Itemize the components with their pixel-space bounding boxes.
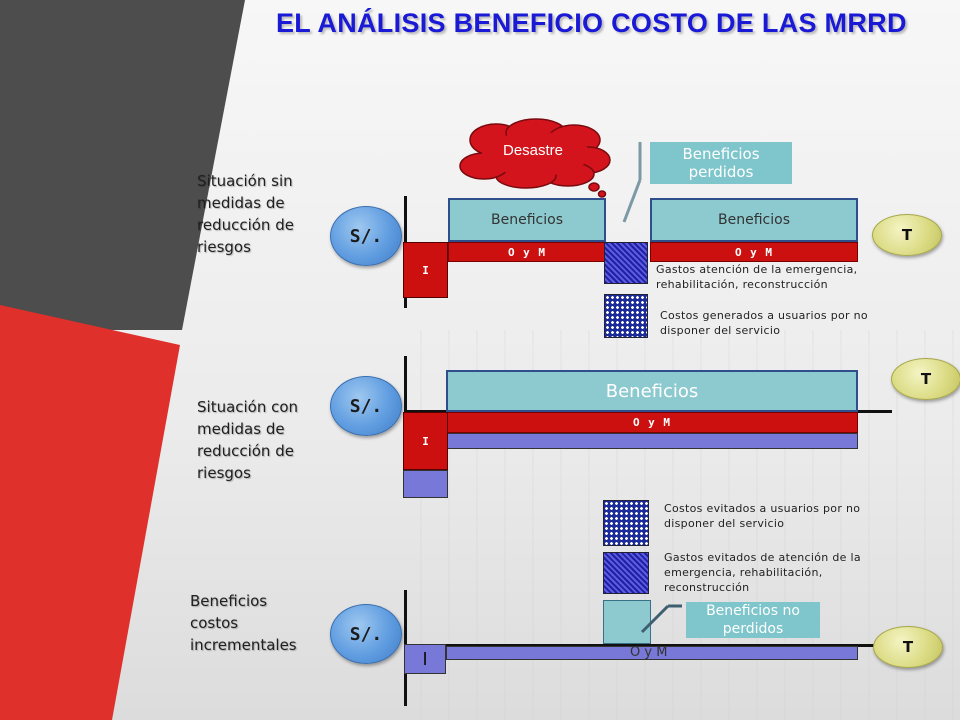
scenario-without-om-after: O y M (650, 242, 858, 262)
incremental-investment-label: I (422, 648, 428, 670)
scenario-without-investment: I (403, 242, 448, 298)
not-lost-benefits-label: Beneficios no perdidos (686, 602, 820, 638)
incremental-time-axis (404, 644, 892, 647)
cloud-burst-icon (459, 118, 611, 198)
scenario-without-benefits-before: Beneficios (448, 198, 606, 242)
incremental-label: Beneficios costos incrementales (190, 592, 297, 654)
time-coin-icon: T (873, 626, 943, 668)
incremental-om-bar (446, 646, 858, 660)
incremental-investment: I (404, 644, 446, 674)
scenario-with-investment: I (403, 412, 448, 470)
left-decorative-bands (0, 0, 245, 720)
scenario-without-om-before: O y M (448, 242, 606, 262)
user-costs-swatch (604, 294, 648, 338)
disaster-label: Desastre (503, 142, 564, 159)
user-costs-text: Costos generados a usuarios por no dispo… (660, 309, 868, 337)
emergency-costs-swatch (604, 242, 648, 284)
avoided-emergency-costs-swatch (603, 552, 649, 594)
not-lost-benefits-connector (640, 604, 682, 634)
emergency-costs-text: Gastos atención de la emergencia, rehabi… (656, 263, 858, 291)
avoided-user-costs-text: Costos evitados a usuarios por no dispon… (664, 502, 861, 530)
currency-coin-icon: S/. (330, 376, 402, 436)
time-coin-icon: T (872, 214, 942, 256)
scenario-with-measure-investment (403, 470, 448, 498)
avoided-user-costs-swatch (603, 500, 649, 546)
page-title: EL ANÁLISIS BENEFICIO COSTO DE LAS MRRD (276, 8, 907, 38)
scenario-without-benefits-after: Beneficios (650, 198, 858, 242)
lost-benefits-connector (622, 142, 642, 223)
incremental-om-label: O y M (630, 645, 668, 660)
scenario-with-label: Situación con medidas de reducción de ri… (197, 398, 299, 482)
avoided-emergency-costs-text: Gastos evitados de atención de la emerge… (664, 551, 861, 594)
lost-benefits-label: Beneficios perdidos (650, 142, 792, 184)
scenario-with-om: O y M (446, 412, 858, 433)
scenario-without-label: Situación sin medidas de reducción de ri… (197, 172, 294, 256)
scenario-with-benefits: Beneficios (446, 370, 858, 412)
currency-coin-icon: S/. (330, 604, 402, 664)
time-coin-icon: T (891, 358, 960, 400)
currency-coin-icon: S/. (330, 206, 402, 266)
scenario-with-extra-cost (446, 433, 858, 449)
